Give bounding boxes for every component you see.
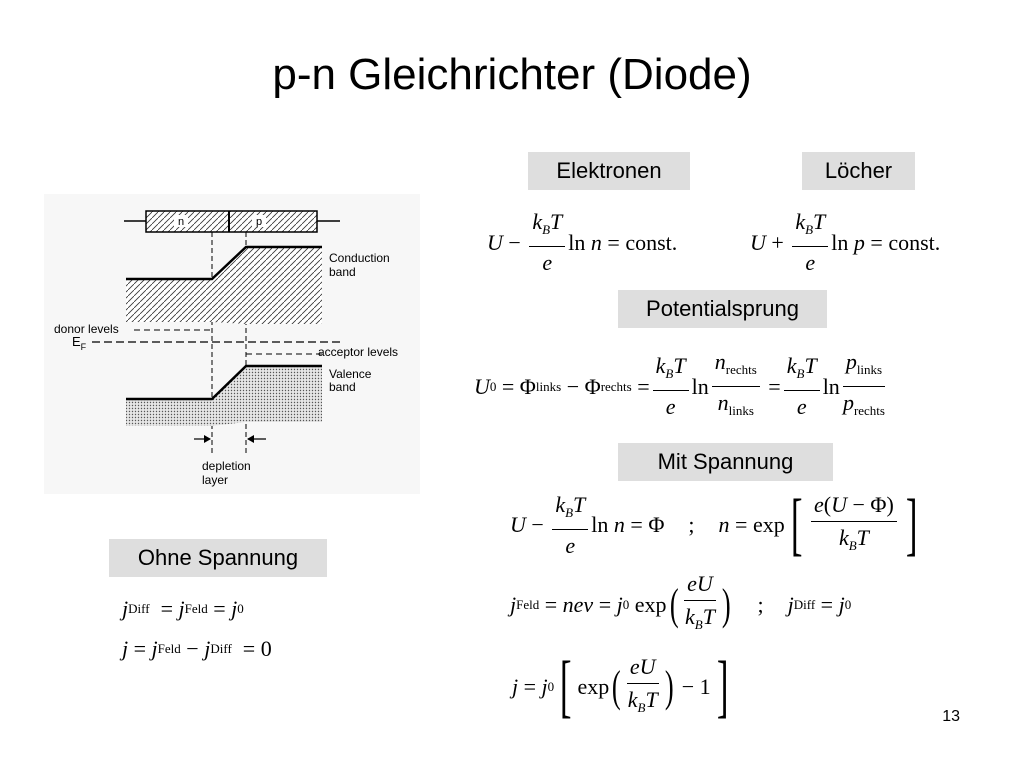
valence-label-1: Valence xyxy=(329,367,372,381)
elektronen-label: Elektronen xyxy=(528,152,690,190)
p-region-label: p xyxy=(256,216,262,228)
conduction-label-1: Conduction xyxy=(329,251,390,265)
acceptor-levels-label: acceptor levels xyxy=(318,345,398,359)
page-number: 13 xyxy=(942,708,960,725)
potentialsprung-label: Potentialsprung xyxy=(618,290,827,328)
valence-label-2: band xyxy=(329,380,356,394)
n-region-label: n xyxy=(178,216,184,228)
fermi-level-label: EF xyxy=(72,334,87,352)
donor-levels-label: donor levels xyxy=(54,322,119,336)
depletion-label-2: layer xyxy=(202,473,228,487)
conduction-label-2: band xyxy=(329,265,356,279)
slide-title: p-n Gleichrichter (Diode) xyxy=(272,50,752,99)
ohne-spannung-label: Ohne Spannung xyxy=(109,539,327,577)
loecher-label: Löcher xyxy=(802,152,915,190)
depletion-label-1: depletion xyxy=(202,459,251,473)
band-diagram: n p Conduction band donor levels EF acce… xyxy=(44,194,420,494)
mit-spannung-label: Mit Spannung xyxy=(618,443,833,481)
